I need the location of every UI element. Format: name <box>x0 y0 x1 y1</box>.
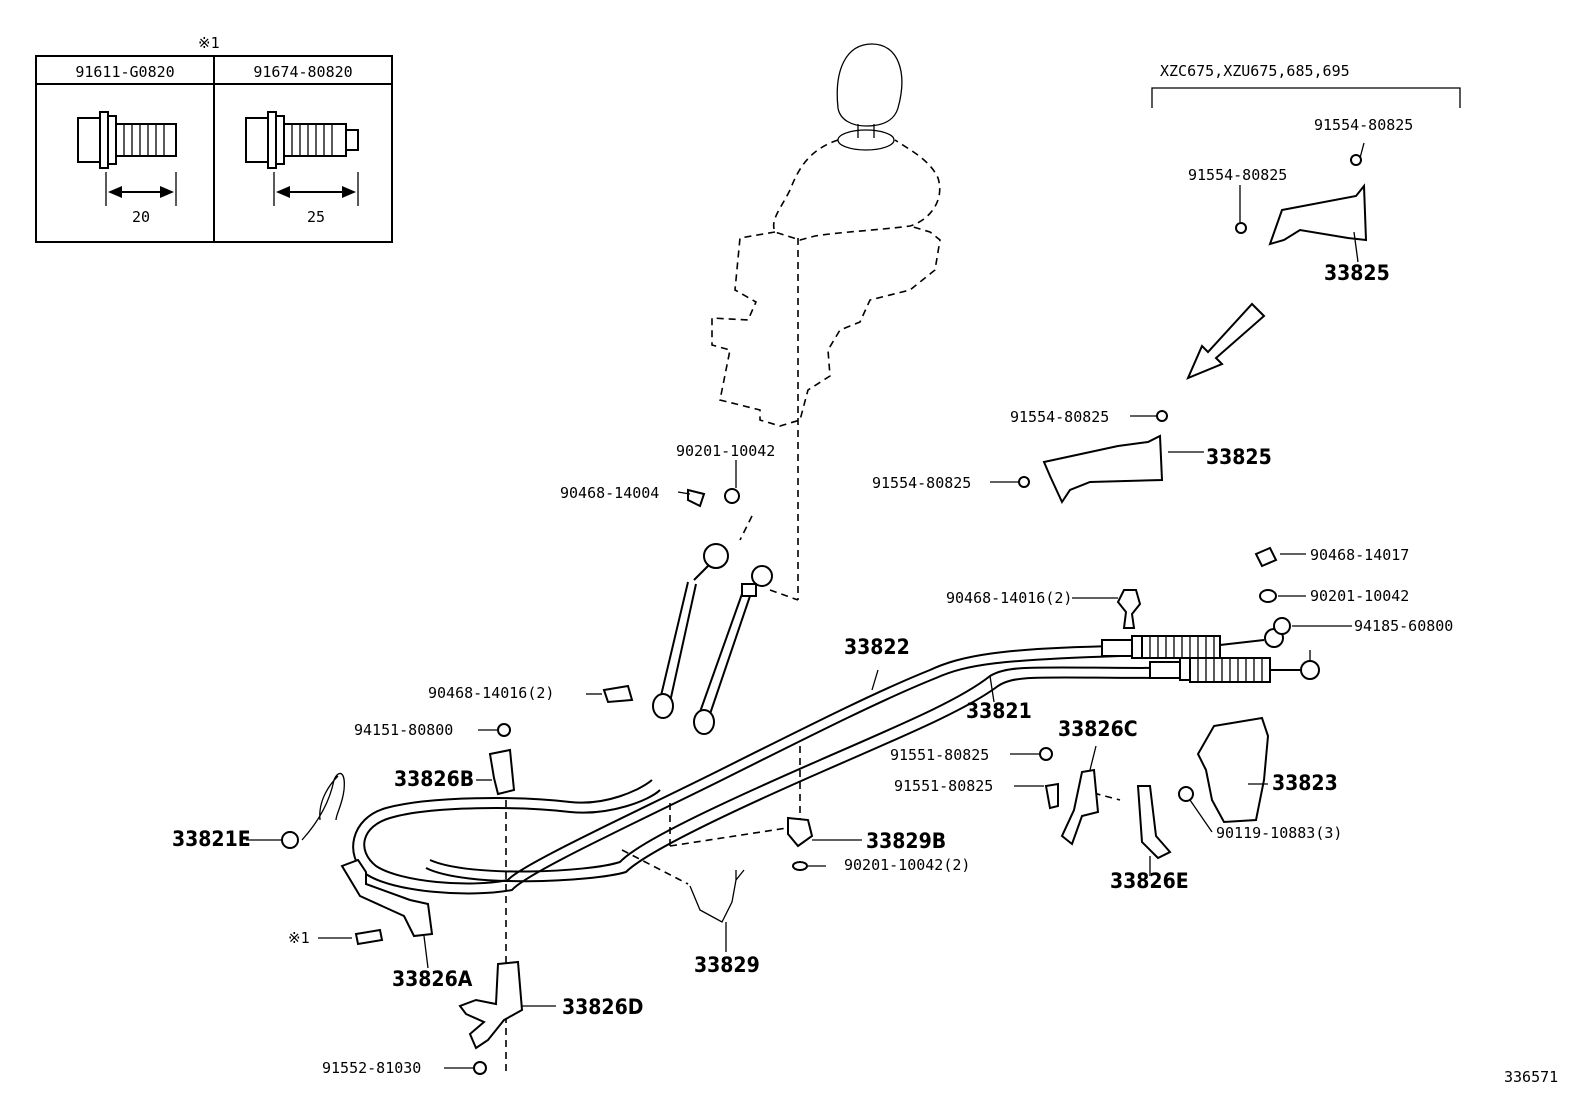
label-33826D: 33826D <box>562 995 643 1019</box>
bracket-33825-main <box>1018 410 1168 505</box>
label-33829B: 33829B <box>866 829 946 853</box>
label-90468-14016-right: 90468-14016(2) <box>946 589 1072 607</box>
nut-90201-10042-icon <box>724 488 740 504</box>
label-33821: 33821 <box>966 699 1032 723</box>
cable-end-upper <box>1101 628 1284 659</box>
clip-90468-14017-icon <box>1254 546 1278 568</box>
label-94151-80800: 94151-80800 <box>354 721 453 739</box>
label-90468-14017: 90468-14017 <box>1310 546 1409 564</box>
bracket-33823-icon <box>1196 716 1270 824</box>
label-90468-14004: 90468-14004 <box>560 484 659 502</box>
bracket-33826C-icon <box>1060 768 1100 846</box>
direction-arrow-icon <box>1186 302 1266 380</box>
label-90201-10042-2: 90201-10042(2) <box>844 856 970 874</box>
label-91552-81030: 91552-81030 <box>322 1059 421 1077</box>
cable-end-lever <box>652 543 773 735</box>
bolt-91551-b-icon <box>1044 782 1059 810</box>
label-91554-80825-d: 91554-80825 <box>872 474 971 492</box>
label-33822: 33822 <box>844 635 910 659</box>
label-90201-10042-right: 90201-10042 <box>1310 587 1409 605</box>
figure-number: 336571 <box>1504 1068 1558 1086</box>
label-90201-10042-top: 90201-10042 <box>676 442 775 460</box>
washer-90201-10042-b-icon <box>792 861 808 871</box>
table-part-2: 91674-80820 <box>253 63 352 81</box>
label-90468-14016-left: 90468-14016(2) <box>428 684 554 702</box>
flange-bolt-icon <box>77 111 177 206</box>
label-33823: 33823 <box>1272 771 1338 795</box>
spring-clip-33821E-icon <box>301 772 345 841</box>
nut-94151-80800-icon <box>497 723 511 737</box>
bolt-91552-81030-icon <box>473 1061 487 1075</box>
table-length-1: 20 <box>132 208 150 226</box>
label-91551-80825-a: 91551-80825 <box>890 746 989 764</box>
label-91554-80825-a: 91554-80825 <box>1314 116 1413 134</box>
label-ref-marker: ※1 <box>288 929 310 947</box>
table-marker: ※1 <box>198 34 220 52</box>
label-33825-main: 33825 <box>1206 445 1272 469</box>
variant-bracket <box>1151 87 1461 108</box>
label-33821E: 33821E <box>172 827 251 851</box>
table-part-1: 91611-G0820 <box>75 63 174 81</box>
label-33826E: 33826E <box>1110 869 1189 893</box>
bolt-ref1-icon <box>354 928 384 946</box>
bolt-90119-10883-icon <box>1178 786 1194 802</box>
clip-33829B-icon <box>787 816 814 848</box>
label-91554-80825-c: 91554-80825 <box>1010 408 1109 426</box>
washer-90201-10042-icon <box>1259 589 1277 603</box>
select-cable-33821 <box>425 666 1171 883</box>
variant-note: XZC675,XZU675,685,695 <box>1160 62 1350 80</box>
label-33829: 33829 <box>694 953 760 977</box>
clip-90468-14016-right-icon <box>1116 589 1142 629</box>
label-90119-10883: 90119-10883(3) <box>1216 824 1342 842</box>
bolt-table: ※1 91611-G0820 91674-80820 20 <box>35 34 393 243</box>
label-33826A: 33826A <box>392 967 473 991</box>
bracket-33826D-icon <box>458 960 524 1050</box>
bracket-33825-top <box>1235 154 1368 246</box>
label-33826C: 33826C <box>1058 717 1138 741</box>
label-33825-top: 33825 <box>1324 261 1390 285</box>
bracket-33826E-icon <box>1136 785 1172 860</box>
shift-lever-assembly <box>711 43 941 601</box>
label-91551-80825-b: 91551-80825 <box>894 777 993 795</box>
clamp-33826B-icon <box>488 748 516 796</box>
label-91554-80825-b: 91554-80825 <box>1188 166 1287 184</box>
label-94185-60800: 94185-60800 <box>1354 617 1453 635</box>
leader-lines <box>246 142 1365 1069</box>
label-33826B: 33826B <box>394 767 474 791</box>
clip-90468-14004-icon <box>687 488 706 508</box>
bolt-91551-a-icon <box>1039 747 1053 761</box>
table-length-2: 25 <box>307 208 325 226</box>
wire-clip-33829-icon <box>689 869 745 923</box>
nut-94185-60800-icon <box>1273 617 1291 635</box>
shift-cable-33822 <box>352 645 1121 895</box>
flange-bolt-icon <box>245 111 359 206</box>
clip-90468-14016-left-icon <box>602 684 634 704</box>
cable-end-lower <box>1149 650 1320 683</box>
bracket-33826A-icon <box>340 858 434 938</box>
